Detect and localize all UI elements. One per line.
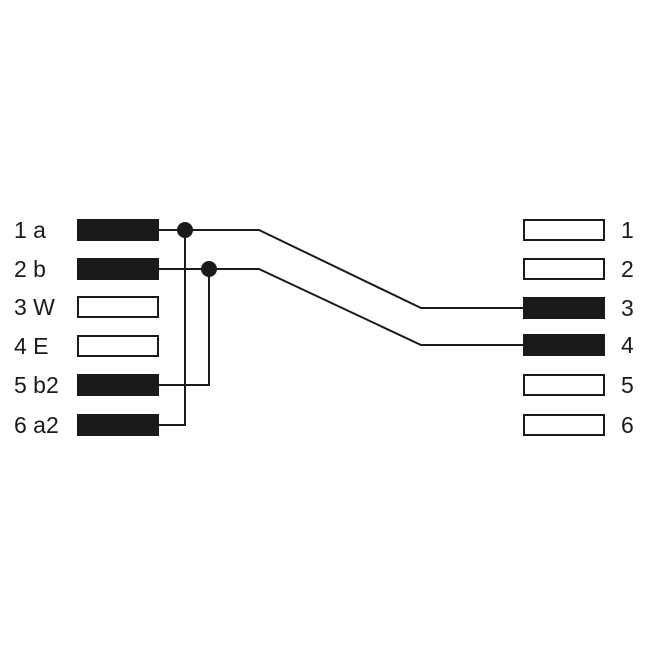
left-pin-label-4: 4 E (14, 333, 49, 359)
left-pin-box-2 (77, 258, 159, 280)
right-pin-label-5: 5 (621, 372, 634, 398)
right-pin-box-5 (523, 374, 605, 396)
right-pin-box-6 (523, 414, 605, 436)
junction-dot-1 (177, 222, 193, 238)
left-pin-box-1 (77, 219, 159, 241)
left-pin-box-6 (77, 414, 159, 436)
left-pin-label-6: 6 a2 (14, 412, 59, 438)
right-pin-box-2 (523, 258, 605, 280)
left-pin-box-3 (77, 296, 159, 318)
left-connector: 1 a 2 b 3 W 4 E 5 b2 6 a2 (14, 217, 159, 438)
left-pin-label-2: 2 b (14, 256, 46, 282)
right-connector: 1 2 3 4 5 6 (523, 217, 634, 438)
right-pin-label-4: 4 (621, 332, 634, 358)
junction-dot-2 (201, 261, 217, 277)
left-pin-label-1: 1 a (14, 217, 46, 243)
right-pin-label-2: 2 (621, 256, 634, 282)
left-pin-box-5 (77, 374, 159, 396)
right-pin-box-1 (523, 219, 605, 241)
right-pin-box-4 (523, 334, 605, 356)
right-pin-label-6: 6 (621, 412, 634, 438)
right-pin-label-1: 1 (621, 217, 634, 243)
left-pin-box-4 (77, 335, 159, 357)
right-pin-box-3 (523, 297, 605, 319)
left-pin-label-5: 5 b2 (14, 372, 59, 398)
bridge-2b-to-5b2 (158, 269, 210, 386)
wire-1a-to-3 (158, 229, 524, 309)
left-pin-label-3: 3 W (14, 294, 55, 320)
right-pin-label-3: 3 (621, 295, 634, 321)
bridge-1a-to-6a2 (158, 230, 186, 426)
wires (158, 222, 524, 426)
